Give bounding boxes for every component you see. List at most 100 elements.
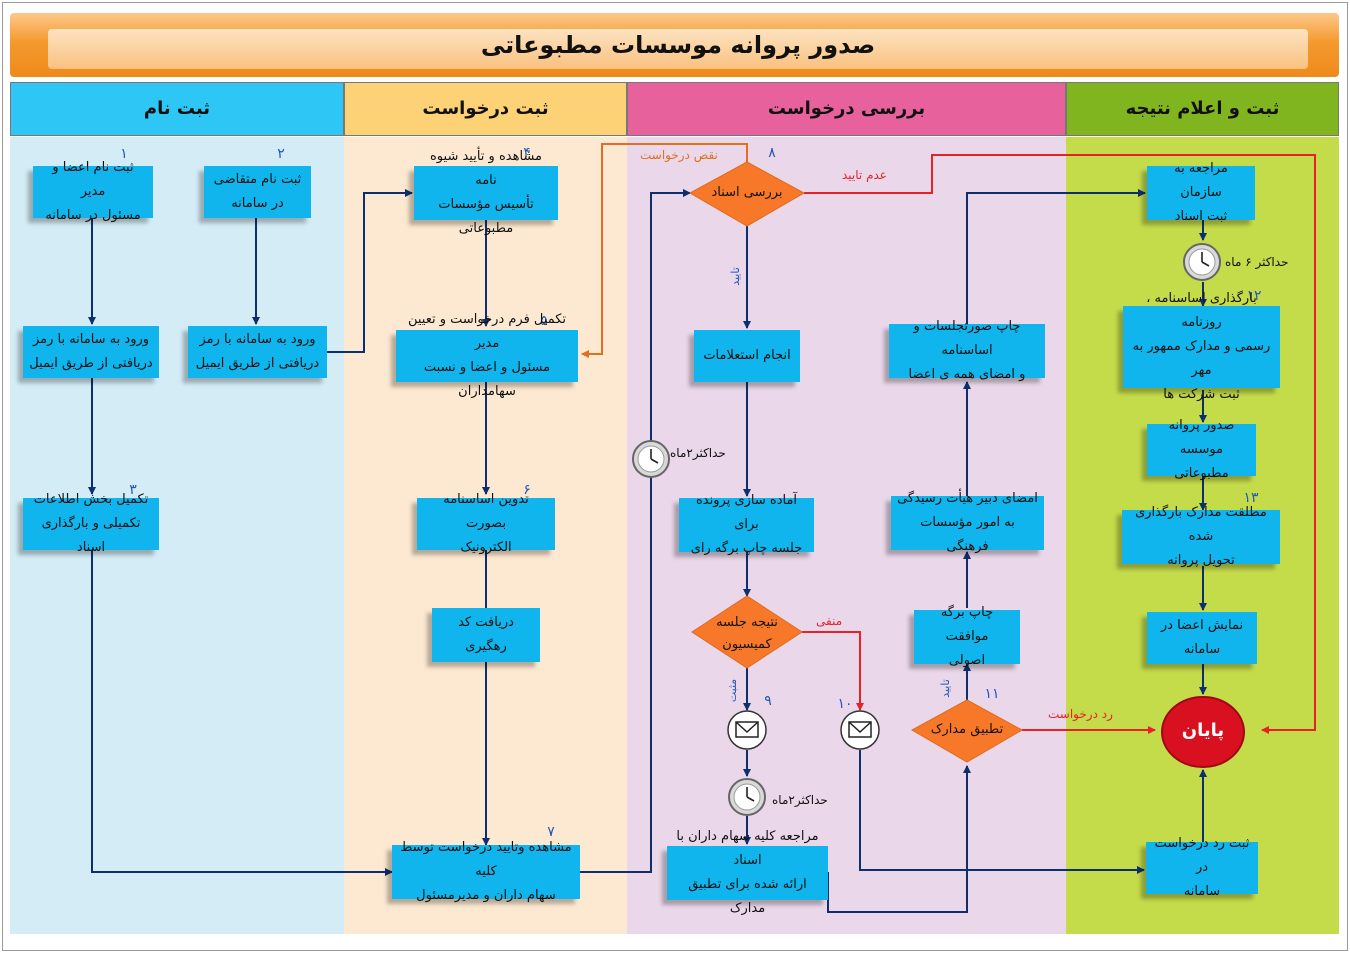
step-12-line1: بارگذاری اساسنامه ، روزنامه — [1146, 291, 1257, 330]
edge-label-negative: منفی — [816, 614, 843, 628]
step-2-box: ثبت نام متقاضی در سامانه — [204, 166, 311, 218]
decision-number: ۱۱ — [984, 686, 1000, 702]
tracking-line2: رهگیری — [465, 639, 507, 654]
step-2-line1: ثبت نام متقاضی — [213, 172, 302, 187]
decision-d11-shape — [910, 699, 1024, 763]
edge-label-incomplete: نقص درخواست — [640, 148, 718, 162]
step-number: ۱۳ — [1243, 490, 1259, 506]
secretary-line2: به امور مؤسسات فرهنگی — [920, 515, 1015, 554]
step-number: ۱ — [120, 146, 128, 162]
step-13-line2: تحویل پروانه — [1167, 553, 1235, 568]
timer-label-max6: حداکثر ۶ ماه — [1225, 255, 1289, 269]
members-line2: سامانه — [1183, 642, 1221, 657]
minutes-line2: و امضای همه ی اعضا — [908, 367, 1026, 382]
timer-label-max2-a: حداکثر۲ماه — [670, 446, 726, 460]
login-b-line1: ورود به سامانه با رمز — [199, 332, 316, 347]
arrow-negative — [802, 631, 864, 711]
clock-icon — [1183, 243, 1221, 281]
shareholders-line2: ارائه شده برای تطبیق مدارک — [688, 877, 807, 916]
decision-d11-label: تطبیق مدارک — [930, 722, 1004, 737]
decision-d8-shape — [688, 161, 806, 227]
step-number: ۲ — [277, 146, 285, 162]
arrow-mail10-reject-record — [859, 750, 1145, 874]
approval-print-line2: اصولی — [948, 653, 986, 668]
step-3-line2: تکمیلی و بارگذاری اسناد — [41, 516, 141, 555]
step-7-line1: مشاهده وتایید درخواست توسط کلیه — [400, 840, 572, 879]
decision-commission-label: نتیجه جلسه کمیسیون — [702, 612, 792, 656]
registry-line2: ثبت اسناد — [1174, 209, 1228, 224]
reject-record-box: ثبت رد درخواست در سامانه — [1146, 836, 1258, 899]
arrow-login-s4 — [327, 189, 413, 353]
title-bar: صدور پروانه موسسات مطبوعاتی — [10, 13, 1339, 77]
envelope-icon — [840, 710, 880, 750]
step-4-line2: تأسیس مؤسسات مطبوعاتی — [438, 197, 534, 236]
page-title: صدور پروانه موسسات مطبوعاتی — [480, 31, 876, 59]
step-12-line3: ثبت شرکت ها — [1163, 387, 1240, 402]
prepare-box: آماده سازی پرونده برای جلسه چاپ برگه رای — [679, 493, 814, 556]
login-box-b: ورود به سامانه با رمز دریافتی از طریق ایم… — [188, 326, 327, 378]
step-number: ۴ — [523, 145, 531, 161]
edge-label-reject: رد درخواست — [1048, 707, 1113, 721]
prepare-line1: آماده سازی پرونده برای — [695, 493, 798, 532]
secretary-box: امضای دبیر هیأت رسیدگی به امور مؤسسات فره… — [891, 491, 1044, 554]
login-b-line2: دریافتی از طریق ایمیل — [195, 356, 320, 371]
decision-number: ۸ — [768, 145, 776, 161]
step-number: ۵ — [540, 313, 548, 329]
step-number: ۶ — [523, 482, 531, 498]
arrow-minutes-registry — [966, 189, 1146, 324]
step-12-box: بارگذاری اساسنامه ، روزنامه رسمی و مدارک … — [1123, 291, 1280, 402]
minutes-box: چاپ صورتجلسات و اساسنامه و امضای همه ی اع… — [889, 319, 1045, 382]
step-2-line2: در سامانه — [231, 196, 284, 211]
step-6-line1: تدوین اساسنامه بصورت — [443, 492, 529, 531]
clock-icon — [632, 440, 670, 478]
arrow-shareholders-d11 — [827, 765, 971, 913]
arrow-s7-d8 — [580, 189, 691, 873]
registry-line1: مراجعه به سازمان — [1174, 161, 1228, 200]
step-12-line2: رسمی و مدارک ممهور به مهر — [1132, 339, 1271, 378]
step-3-line1: تکمیل بخش اطلاعات — [33, 492, 149, 507]
arrow-incomplete — [581, 143, 748, 358]
registry-box: مراجعه به سازمان ثبت اسناد — [1147, 161, 1255, 224]
step-3-box: تکمیل بخش اطلاعات تکمیلی و بارگذاری اسناد — [23, 492, 159, 555]
login-a-line2: دریافتی از طریق ایمیل — [29, 356, 153, 371]
step-number: ۱۰ — [837, 696, 853, 712]
minutes-line1: چاپ صورتجلسات و اساسنامه — [913, 319, 1021, 358]
shareholders-box: مراجعه کلیه سهام داران با اسناد ارائه شده… — [667, 829, 828, 916]
lane-header-review: بررسی درخواست — [627, 82, 1066, 136]
title-inner: صدور پروانه موسسات مطبوعاتی — [48, 29, 1308, 69]
members-line1: نمایش اعضا در — [1160, 618, 1244, 633]
prepare-line2: جلسه چاپ برگه رای — [690, 541, 803, 556]
lane-header-result: ثبت و اعلام نتیجه — [1066, 82, 1339, 136]
shareholders-line1: مراجعه کلیه سهام داران با اسناد — [676, 829, 819, 868]
reject-record-line2: سامانه — [1183, 884, 1221, 899]
step-number: ۹ — [764, 693, 772, 709]
reject-record-line1: ثبت رد درخواست در — [1154, 836, 1250, 875]
step-13-line1: مطلقت مدارک بارگذاری شده — [1135, 505, 1267, 544]
step-6-line2: الکترونیک — [460, 540, 512, 555]
license-line1: صدور پروانه — [1168, 418, 1235, 433]
login-a-line1: ورود به سامانه با رمز — [32, 332, 150, 347]
step-1-line1: ثبت نام اعضا و مدیر — [52, 160, 134, 199]
timer-label-max2-b: حداکثر۲ماه — [772, 793, 828, 807]
decision-commission-shape — [691, 595, 803, 669]
envelope-icon — [727, 710, 767, 750]
edge-label-positive: مثبت — [726, 678, 740, 703]
commission-line1: نتیجه جلسه — [716, 615, 778, 630]
step-7-box: مشاهده وتایید درخواست توسط کلیه سهام دارا… — [392, 840, 580, 903]
step-number: ۱۲ — [1246, 288, 1262, 304]
clock-icon — [728, 778, 766, 816]
step-7-line2: سهام داران و مدیرمسئول — [416, 888, 556, 903]
secretary-line1: امضای دبیر هیأت رسیدگی — [897, 491, 1038, 506]
step-13-box: مطلقت مدارک بارگذاری شده تحویل پروانه — [1122, 505, 1280, 568]
edge-label-not-approved: عدم تایید — [842, 168, 887, 182]
login-box-a: ورود به سامانه با رمز دریافتی از طریق ایم… — [23, 326, 159, 378]
lane-header-register: ثبت نام — [10, 82, 344, 136]
arrow-s3-s7 — [91, 550, 393, 876]
end-node-shape — [1161, 696, 1245, 768]
